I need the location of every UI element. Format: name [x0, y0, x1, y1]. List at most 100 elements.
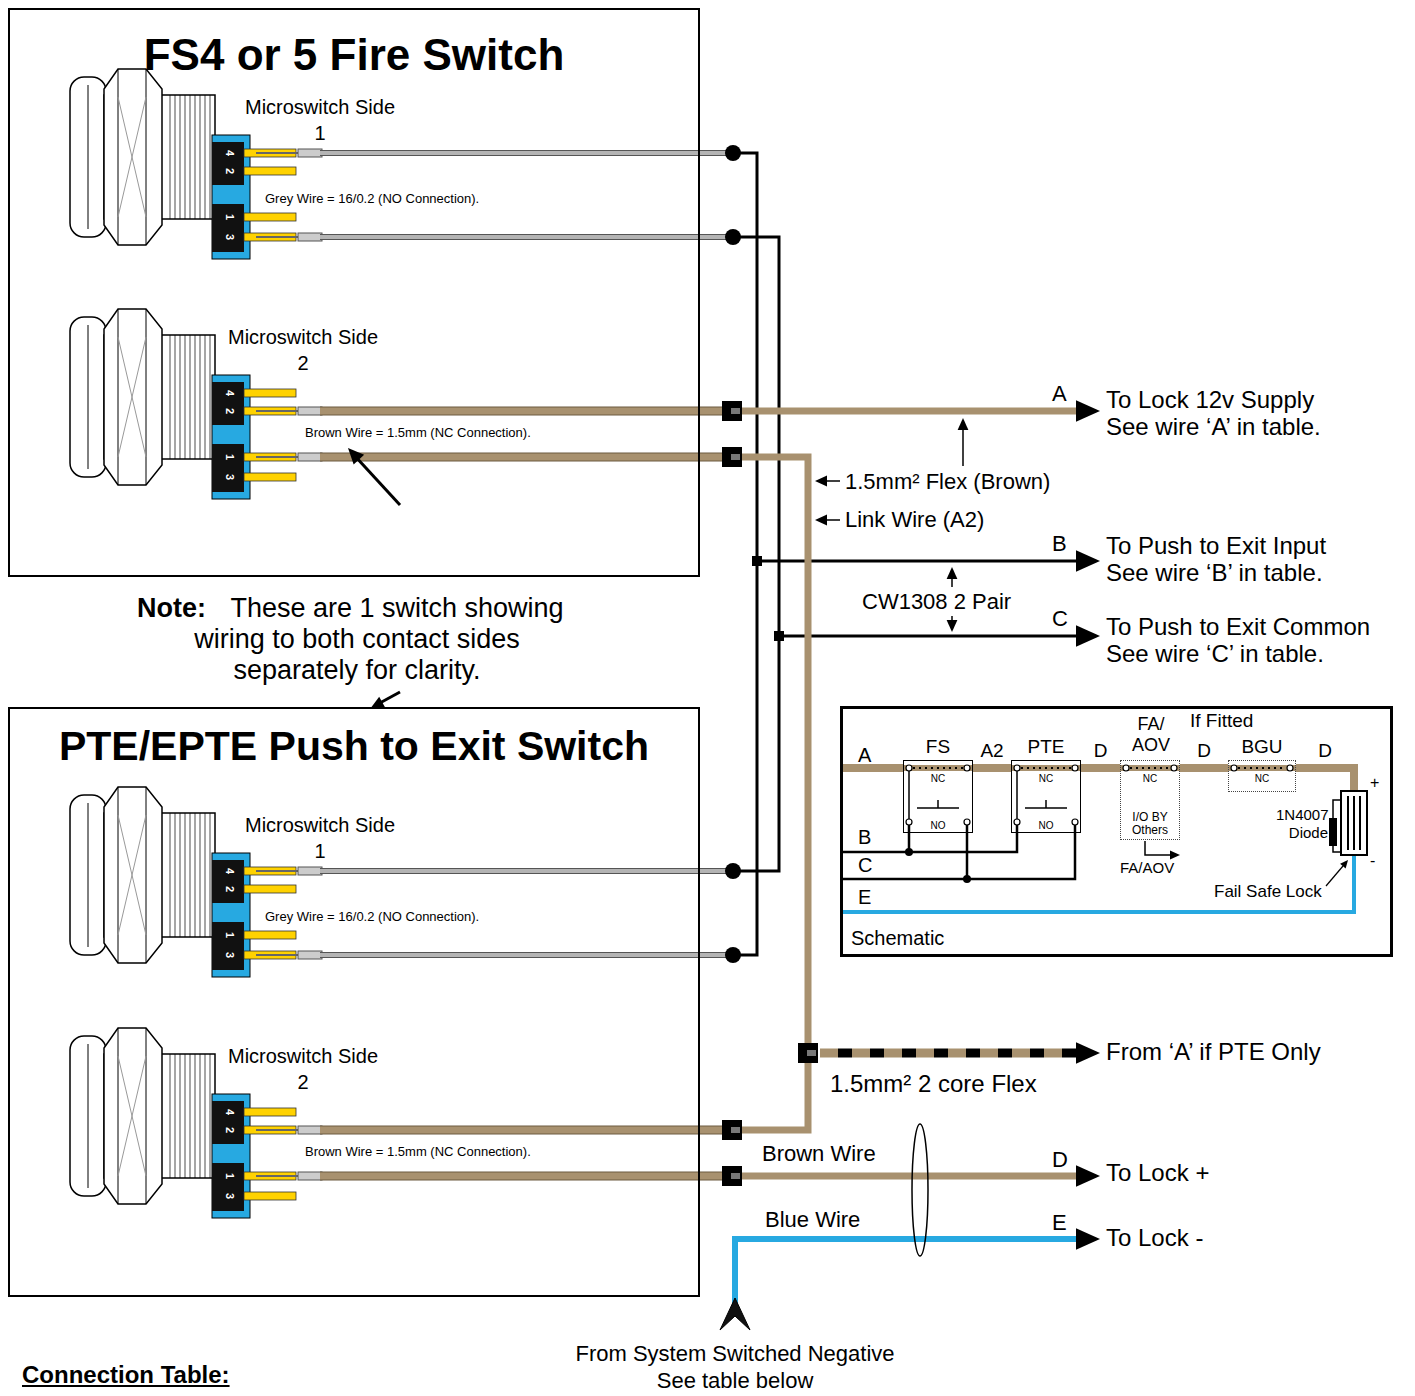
switch-nut: [104, 309, 162, 485]
wire-label: D: [1195, 741, 1213, 762]
contact-terminal: [1123, 765, 1129, 771]
cable-bundle-mark: [912, 1124, 928, 1256]
brown-wire: [742, 1173, 1078, 1180]
annotation-label: 1.5mm² 2 core Flex: [830, 1071, 1037, 1097]
cw1308-core: [733, 153, 757, 955]
schematic-blue-wire: [843, 856, 1354, 912]
thread-line: [200, 1054, 201, 1178]
node-heading: FA/ AOV: [1126, 714, 1176, 756]
node-heading: FS: [892, 736, 984, 758]
schematic-b-line: [908, 825, 911, 852]
optional-contact-box: BGUNC: [1228, 760, 1296, 792]
annotation-label: E: [858, 886, 871, 908]
nut-face: [118, 97, 146, 217]
switch-panel: FS4 or 5 Fire Switch: [8, 8, 700, 577]
brown-wire: [320, 1126, 722, 1135]
ferrule: [298, 233, 322, 241]
thread-line: [180, 95, 181, 219]
contact-chain: [913, 767, 963, 769]
ferrule: [298, 1172, 322, 1180]
contact-terminal: [1014, 819, 1020, 825]
contact-box: PTENCNO: [1011, 760, 1081, 833]
pin-number: 4: [224, 868, 235, 874]
pin-number: 3: [224, 234, 235, 240]
grey-wire: [320, 869, 733, 873]
node-text: NC: [1229, 773, 1295, 785]
schematic-wire: [843, 764, 903, 772]
nut-edge: [146, 1028, 147, 1204]
cw1308-core: [779, 635, 1078, 638]
ferrule: [298, 407, 322, 415]
lead-wire: [256, 456, 300, 458]
annotation-label: To Push to Exit Input See wire ‘B’ in ta…: [1106, 532, 1346, 586]
thread-line: [185, 1054, 186, 1178]
annotation-label: Brown Wire = 1.5mm (NC Connection).: [305, 1145, 531, 1159]
annotation-label: FA/AOV: [1120, 860, 1174, 877]
thread-line: [195, 95, 196, 219]
leader-line: [826, 519, 840, 521]
schematic-wire: [1120, 765, 1180, 771]
terminal-housing: [212, 860, 244, 903]
grey-wire: [320, 151, 733, 155]
node-text: NC: [1012, 773, 1080, 785]
bezel-line: [88, 1044, 89, 1188]
annotation-label: To Lock 12v Supply See wire ‘A’ in table…: [1106, 386, 1346, 440]
contact-link: [1016, 771, 1018, 819]
switch-nut: [104, 787, 162, 963]
thread-line: [200, 813, 201, 937]
thread-line: [180, 335, 181, 459]
leader-line: [962, 428, 964, 466]
annotation-label: Grey Wire = 16/0.2 (NO Connection).: [265, 192, 479, 206]
link-wire: [742, 457, 808, 1130]
contact-terminal: [964, 819, 970, 825]
wire-arrow: [1076, 625, 1100, 647]
annotation-label: B: [858, 826, 871, 848]
terminal-housing: [212, 382, 244, 425]
pin-number: 3: [224, 474, 235, 480]
pin-number: 1: [224, 932, 235, 938]
annotation-label: B: [1052, 532, 1067, 556]
junction-dot: [725, 229, 741, 245]
nut-edge: [118, 787, 119, 963]
wire-arrow: [1076, 550, 1100, 572]
node-heading: BGU: [1217, 736, 1307, 758]
thread-line: [205, 1054, 206, 1178]
annotation-label: 1.5mm² Flex (Brown): [845, 470, 1050, 494]
solder-tag: [244, 167, 296, 175]
annotation-label: E: [1052, 1211, 1067, 1235]
thread-line: [185, 813, 186, 937]
wire-arrow: [1076, 1042, 1100, 1064]
annotation-label: Microswitch Side 1: [240, 94, 400, 146]
grey-wire: [320, 868, 733, 874]
schematic-c-line: [966, 825, 969, 879]
solder-tag: [244, 473, 296, 481]
nut-face: [118, 337, 146, 457]
thread-line: [200, 335, 201, 459]
schematic-c-line: [843, 825, 1075, 879]
annotation-label: To Push to Exit Common See wire ‘C’ in t…: [1106, 613, 1386, 667]
leader-head: [1340, 860, 1348, 868]
pin-number: 2: [224, 168, 235, 174]
thread-line: [175, 813, 176, 937]
thread-line: [195, 335, 196, 459]
schematic-wire: [903, 765, 973, 771]
brown-wire: [742, 408, 1078, 415]
nut-face: [118, 1056, 146, 1176]
connector-slot: [807, 1050, 816, 1056]
grey-wire: [320, 953, 733, 957]
wire-connector-block: [798, 1043, 818, 1063]
node-heading: FS4 or 5 Fire Switch: [10, 30, 698, 81]
junction-square: [774, 631, 784, 641]
brown-wire: [320, 453, 722, 462]
dashed-wire: [820, 1049, 1078, 1058]
contact-box: FSNCNO: [903, 760, 973, 833]
node-text: NC: [1121, 773, 1179, 785]
nut-face: [118, 1056, 146, 1176]
switch-panel: PTE/EPTE Push to Exit Switch: [8, 707, 700, 1297]
node-text: NO: [1012, 820, 1080, 832]
wire-connector-block: [722, 447, 742, 467]
annotation-label: C: [1052, 607, 1068, 631]
thread-line: [190, 1054, 191, 1178]
nut-face: [118, 97, 146, 217]
solder-tag: [244, 931, 296, 939]
